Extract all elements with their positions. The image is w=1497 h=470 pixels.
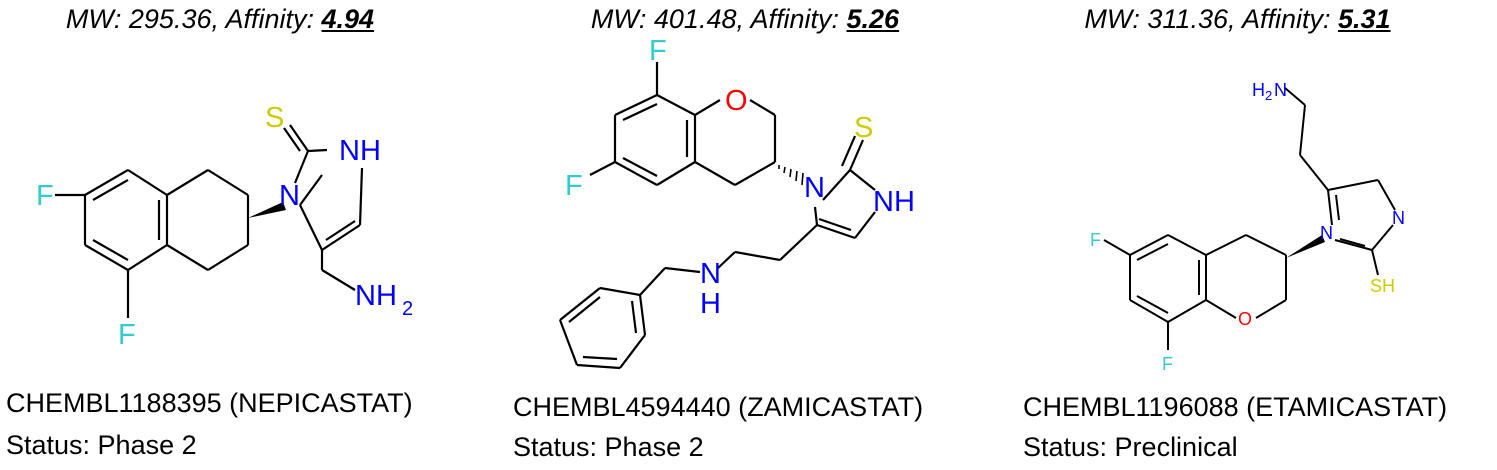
compound-card-nepicastat: MW: 295.36, Affinity: 4.94 <box>0 0 499 470</box>
affinity-value: 5.31 <box>1338 4 1391 34</box>
atom-labels: F F O S N NH N H <box>565 40 915 320</box>
h2n-subscript: 2 <box>1265 88 1272 103</box>
compound-id-name: CHEMBL1188395 (NEPICASTAT) <box>6 388 413 418</box>
bonds <box>55 124 364 318</box>
stereo-hash <box>778 165 804 186</box>
h2n-h-label: H <box>1252 80 1265 100</box>
fluorine-label: F <box>1162 354 1173 374</box>
nh-label: NH <box>873 186 915 218</box>
compound-status: Status: Preclinical <box>1023 432 1238 462</box>
compound-id-name: CHEMBL1196088 (ETAMICASTAT) <box>1023 392 1448 422</box>
compound-header: MW: 311.36, Affinity: 5.31 <box>1010 4 1465 35</box>
nitrogen-label: N <box>804 172 825 204</box>
compound-status: Status: Phase 2 <box>513 432 704 462</box>
affinity-value: 4.94 <box>321 4 375 34</box>
compound-id-name: CHEMBL4594440 (ZAMICASTAT) <box>513 392 924 422</box>
nitrogen-label: N <box>1392 208 1405 228</box>
bonds <box>1103 87 1396 350</box>
h2n-n-label: N <box>1274 80 1287 100</box>
oxygen-label: O <box>1238 309 1252 329</box>
fluorine-label: F <box>118 319 136 351</box>
amine-n-label: N <box>700 258 721 290</box>
fluorine-label: F <box>565 170 583 202</box>
fluorine-label: F <box>649 40 667 67</box>
atom-labels: H 2 N N N SH F F O <box>1090 80 1405 374</box>
mw-affinity-label: MW: 295.36, Affinity: <box>65 4 322 34</box>
amine-subscript: 2 <box>402 298 413 320</box>
nitrogen-label: N <box>1320 223 1333 243</box>
molecule-structure-nepicastat: F F S NH N NH 2 <box>36 102 413 351</box>
affinity-value: 5.26 <box>846 4 900 34</box>
sulfur-label: S <box>265 102 284 134</box>
compound-status: Status: Phase 2 <box>6 430 197 460</box>
sulfur-label: S <box>854 112 873 144</box>
amine-label: NH <box>355 280 397 312</box>
mw-affinity-label: MW: 401.48, Affinity: <box>590 4 847 34</box>
fluorine-label: F <box>1090 230 1101 250</box>
bonds <box>558 62 876 370</box>
amine-h-label: H <box>700 288 721 320</box>
thiol-label: SH <box>1370 276 1395 296</box>
nh-label: NH <box>339 135 381 167</box>
compound-header: MW: 401.48, Affinity: 5.26 <box>505 4 985 35</box>
compound-card-etamicastat: MW: 311.36, Affinity: 5.31 <box>1010 0 1497 470</box>
nitrogen-label: N <box>279 180 300 212</box>
oxygen-label: O <box>725 85 748 117</box>
compound-header: MW: 295.36, Affinity: 4.94 <box>0 4 440 35</box>
molecule-structure-zamicastat: F F O S N NH N H <box>558 40 915 370</box>
atom-labels: F F S NH N NH 2 <box>36 102 413 351</box>
fluorine-label: F <box>36 180 54 212</box>
mw-affinity-label: MW: 311.36, Affinity: <box>1084 4 1339 34</box>
molecule-structure-etamicastat: H 2 N N N SH F F O <box>1090 80 1405 374</box>
compound-card-zamicastat: MW: 401.48, Affinity: 5.26 <box>505 0 1004 470</box>
